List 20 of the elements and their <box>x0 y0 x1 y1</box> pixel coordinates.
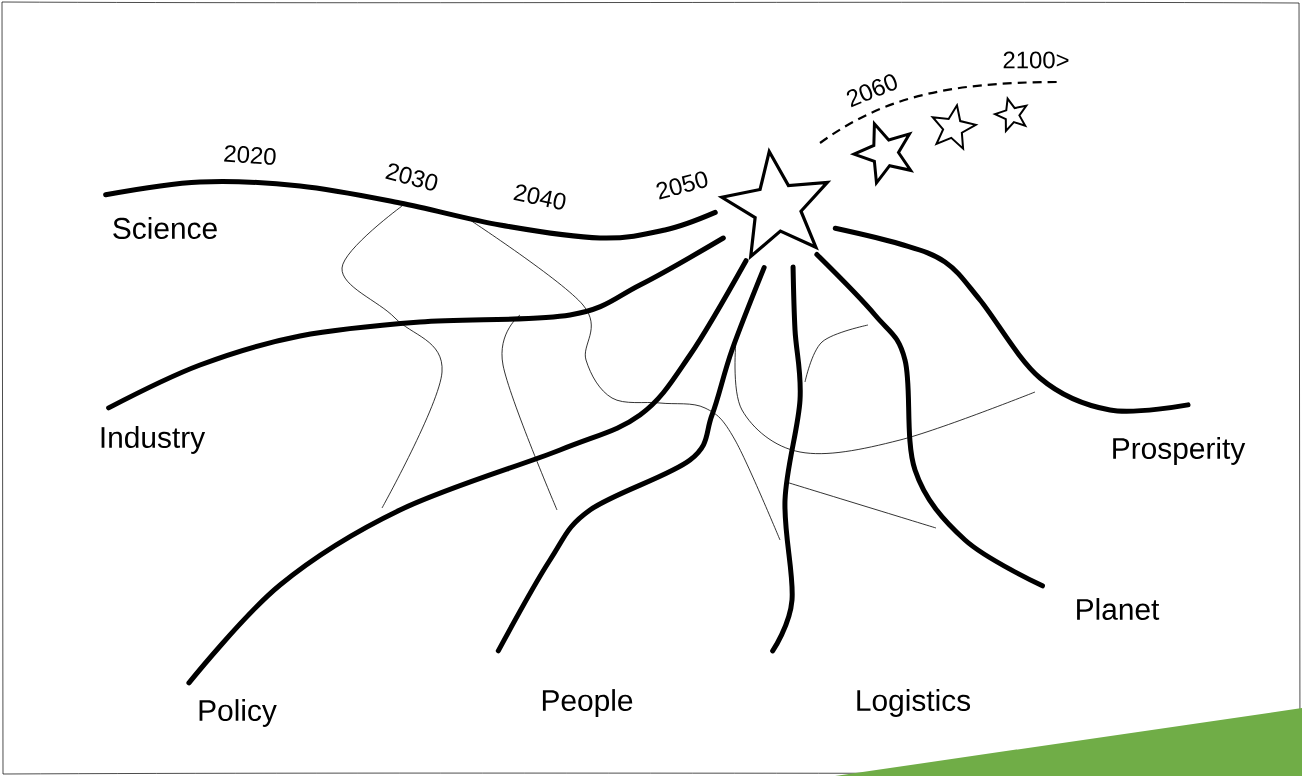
line-label: Science <box>113 217 217 239</box>
year-label: 2050 <box>656 171 708 200</box>
thick-line <box>186 258 749 686</box>
line-label: Policy <box>199 699 277 727</box>
line-label: Industry <box>101 426 206 454</box>
line-label: Prosperity <box>1113 437 1246 465</box>
line-label: Planet <box>1077 598 1160 620</box>
thick-line <box>832 225 1191 414</box>
line-label: Logistics <box>857 689 971 717</box>
thick-line <box>106 235 726 411</box>
year-label: 2040 <box>513 184 566 210</box>
year-label: 2020 <box>224 145 276 165</box>
year-label: 2030 <box>385 163 438 191</box>
thick-line <box>495 265 767 654</box>
thick-line <box>770 264 803 654</box>
thick-line <box>103 179 718 241</box>
thick-line <box>814 252 1045 589</box>
line-label: People <box>542 689 633 717</box>
year-label: 2100> <box>1003 51 1069 69</box>
year-label: 2060 <box>846 74 897 108</box>
